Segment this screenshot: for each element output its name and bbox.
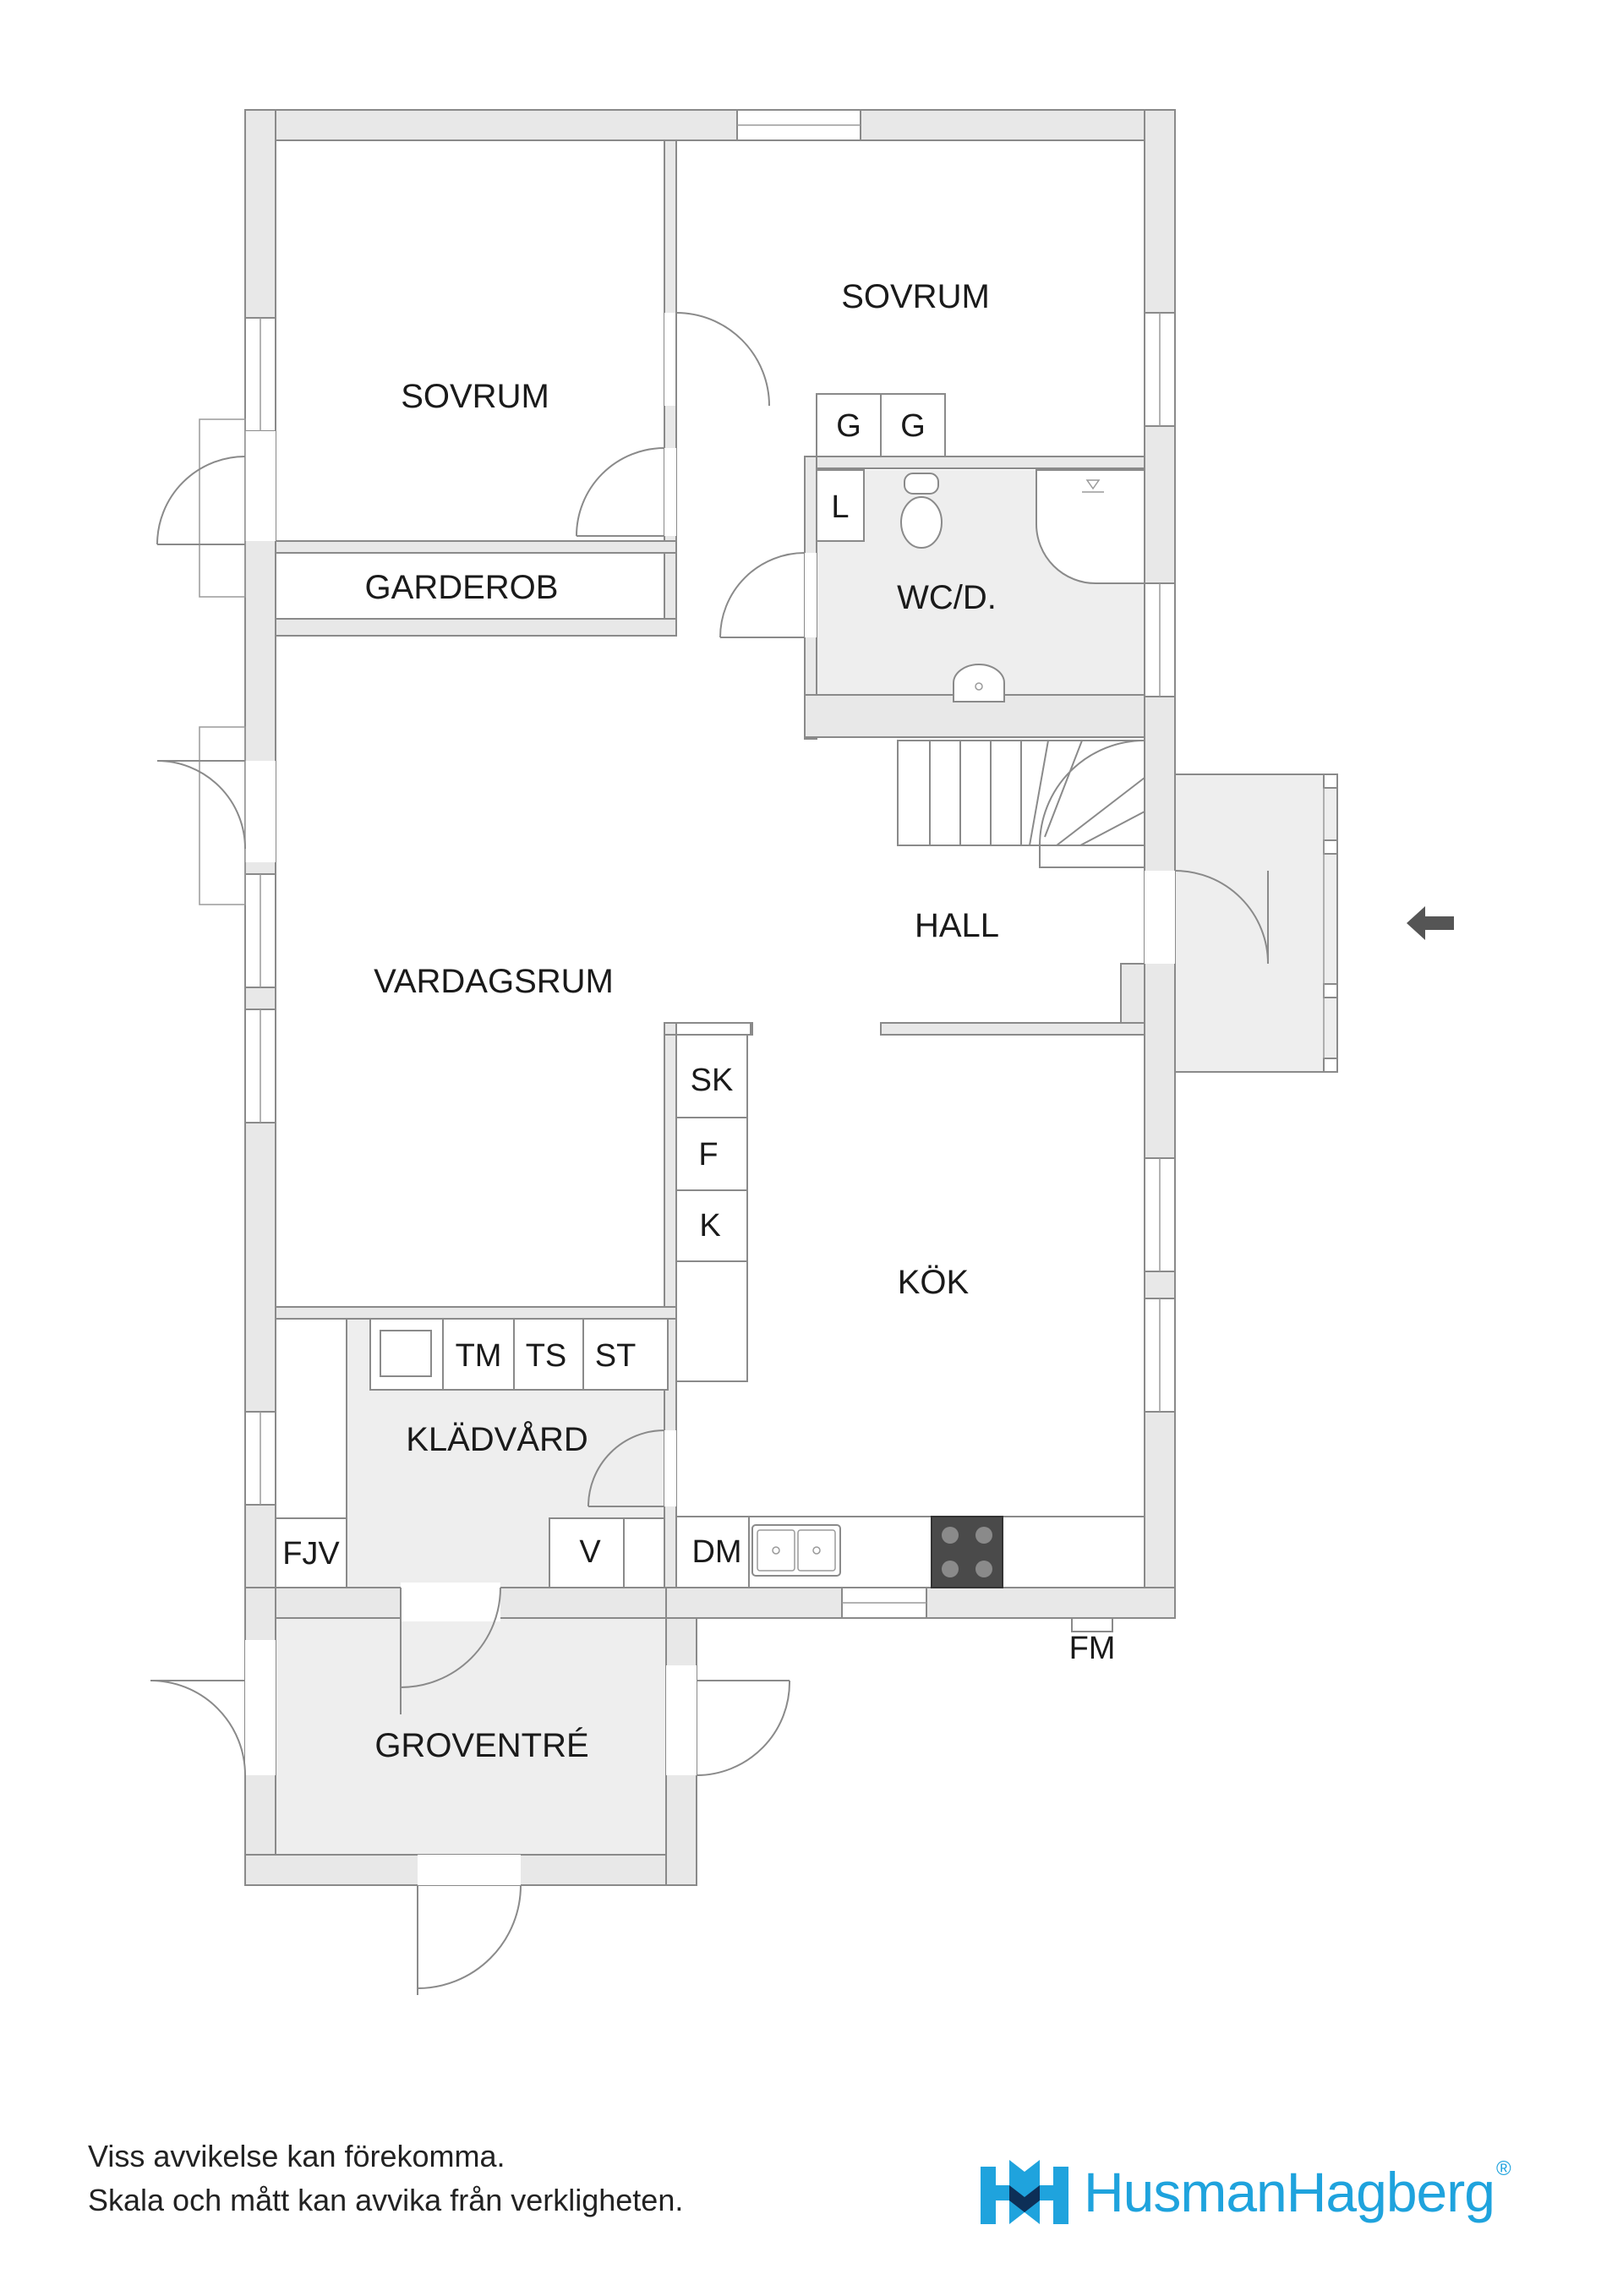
staircase xyxy=(897,740,1145,868)
label-vardagsrum: VARDAGSRUM xyxy=(374,963,614,1000)
disclaimer-line-2: Skala och mått kan avvika från verklighe… xyxy=(88,2183,684,2217)
porch-floor xyxy=(1175,774,1337,1072)
disclaimer: Viss avvikelse kan förekomma. Skala och … xyxy=(88,2135,683,2222)
label-garderob: GARDEROB xyxy=(365,569,559,606)
label-g2: G xyxy=(900,408,926,444)
doors xyxy=(150,312,1269,1995)
label-dm: DM xyxy=(691,1534,741,1570)
groventre-floor xyxy=(276,1616,666,1855)
label-groventre: GROVENTRÉ xyxy=(374,1726,588,1764)
label-g1: G xyxy=(836,408,861,444)
porch xyxy=(1175,774,1338,1073)
label-fm: FM xyxy=(1069,1631,1116,1666)
label-st: ST xyxy=(595,1338,637,1374)
label-f: F xyxy=(698,1137,718,1173)
kitchen-fixtures xyxy=(675,1022,1145,1588)
label-hall: HALL xyxy=(915,907,999,944)
label-wc: WC/D. xyxy=(897,579,997,616)
label-v: V xyxy=(579,1534,601,1570)
label-sovrum-right: SOVRUM xyxy=(841,278,990,315)
label-ts: TS xyxy=(526,1338,567,1374)
label-sovrum-left: SOVRUM xyxy=(401,378,549,415)
label-fjv: FJV xyxy=(282,1536,340,1572)
label-k: K xyxy=(699,1208,720,1244)
label-kladvard: KLÄDVÅRD xyxy=(406,1420,588,1458)
brand-registered: ® xyxy=(1495,2157,1511,2180)
wc-fixtures xyxy=(816,393,1145,702)
label-kok: KÖK xyxy=(898,1264,970,1301)
brand-logo: HusmanHagberg ® xyxy=(981,2154,1511,2230)
windows xyxy=(244,109,1176,1632)
arrow-left-icon xyxy=(1407,906,1454,940)
label-tm: TM xyxy=(456,1338,502,1374)
disclaimer-line-1: Viss avvikelse kan förekomma. xyxy=(88,2139,505,2173)
label-l: L xyxy=(831,489,849,525)
husmanhagberg-logo-icon xyxy=(981,2160,1068,2224)
label-sk: SK xyxy=(691,1063,734,1098)
brand-name: HusmanHagberg xyxy=(1084,2161,1495,2223)
laundry-fixtures xyxy=(275,1318,669,1588)
